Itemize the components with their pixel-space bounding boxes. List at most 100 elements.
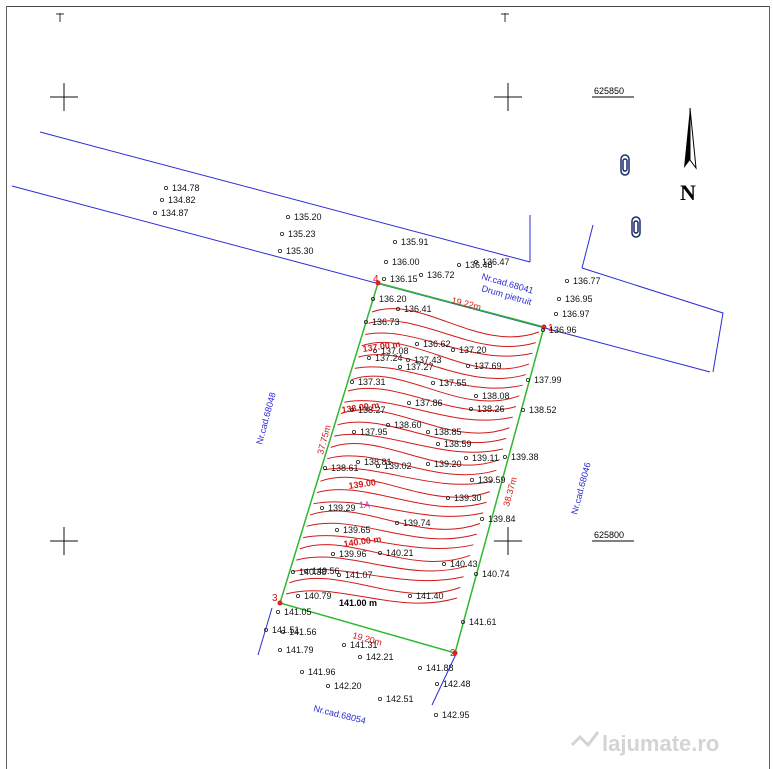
spot-point <box>417 666 422 671</box>
spot-point <box>319 505 324 510</box>
parcel-label: 1A <box>359 500 370 510</box>
spot-elevation: 138.61 <box>331 463 359 473</box>
spot-point <box>275 610 280 615</box>
spot-point <box>479 517 484 522</box>
spot-elevation: 141.88 <box>426 663 454 673</box>
spot-point <box>445 495 450 500</box>
spot-point <box>325 684 330 689</box>
map-frame <box>6 6 770 769</box>
spot-elevation: 136.77 <box>573 276 601 286</box>
spot-point <box>322 465 327 470</box>
spot-elevation: 141.05 <box>284 607 312 617</box>
spot-elevation: 140.38 <box>299 567 327 577</box>
spot-point <box>385 422 390 427</box>
spot-elevation: 139.30 <box>454 493 482 503</box>
north-label: N <box>680 180 696 205</box>
spot-point <box>377 551 382 556</box>
spot-elevation: 140.43 <box>450 559 478 569</box>
spot-point <box>263 628 268 633</box>
spot-point <box>383 259 388 264</box>
spot-point <box>355 459 360 464</box>
spot-point <box>541 327 546 332</box>
vertex-labels: 1 2 3 4 <box>272 274 554 659</box>
spot-elevation: 138.81 <box>364 457 392 467</box>
spot-point <box>334 528 339 533</box>
spot-elevation: 139.38 <box>511 452 539 462</box>
spot-point <box>277 248 282 253</box>
watermark: lajumate.ro <box>602 731 719 756</box>
spot-elevation: 142.21 <box>366 652 394 662</box>
spot-point <box>349 407 354 412</box>
spot-point <box>430 380 435 385</box>
spot-point <box>526 377 531 382</box>
spot-point <box>456 262 461 267</box>
north-arrow-icon: N <box>680 107 697 205</box>
spot-elevation: 135.30 <box>286 246 314 256</box>
spot-point <box>460 620 465 625</box>
spot-point <box>357 655 362 660</box>
spot-point <box>152 210 157 215</box>
spot-point <box>557 296 562 301</box>
cad-south: Nr.cad.68054 <box>313 703 367 726</box>
spot-point <box>414 341 419 346</box>
grid-label-south: 625800 <box>594 530 624 540</box>
spot-point <box>277 648 282 653</box>
spot-elevation: 140.74 <box>482 569 510 579</box>
spot-elevation: 139.20 <box>434 459 462 469</box>
spot-elevation: 137.86 <box>415 398 443 408</box>
vertex-3: 3 <box>272 593 278 604</box>
contour-label-141: 141.00 m <box>339 598 377 608</box>
spot-elevation: 138.27 <box>358 405 386 415</box>
spot-elevation: 135.91 <box>401 237 429 247</box>
spot-point <box>295 594 300 599</box>
spot-elevation: 136.20 <box>379 294 407 304</box>
spot-elevation: 139.74 <box>403 518 431 528</box>
spot-elevation: 136.97 <box>562 309 590 319</box>
spot-elevation: 137.08 <box>381 346 409 356</box>
spot-elevation: 136.15 <box>390 274 418 284</box>
spot-elevation: 141.40 <box>416 591 444 601</box>
spot-elevation: 136.73 <box>372 317 400 327</box>
spot-elevation: 139.02 <box>384 461 412 471</box>
spot-elevation: 141.79 <box>286 645 314 655</box>
spot-point <box>473 572 478 577</box>
spot-elevation: 137.69 <box>474 361 502 371</box>
spot-elevation: 137.20 <box>459 345 487 355</box>
contour-label-139: 139.00 <box>348 477 377 491</box>
spot-elevation: 142.20 <box>334 681 362 691</box>
spot-elevation: 134.78 <box>172 183 200 193</box>
spot-elevation: 140.21 <box>386 548 414 558</box>
spot-elevation: 141.61 <box>469 617 497 627</box>
spot-elevation: 139.65 <box>343 525 371 535</box>
spot-elevation: 141.51 <box>272 625 300 635</box>
spot-point <box>285 214 290 219</box>
spot-elevation: 138.85 <box>434 427 462 437</box>
spot-point <box>418 272 423 277</box>
spot-point <box>395 306 400 311</box>
spot-elevation: 142.95 <box>442 710 470 720</box>
spot-elevation: 137.31 <box>358 377 386 387</box>
spot-elevation: 137.99 <box>534 375 562 385</box>
spot-point <box>370 296 375 301</box>
spot-point <box>441 562 446 567</box>
spot-elevation: 140.56 <box>312 566 340 576</box>
spot-elevation: 142.48 <box>443 679 471 689</box>
spot-elevation: 137.95 <box>360 427 388 437</box>
contour-label-140: 140.00 m <box>343 534 382 549</box>
spot-elevation: 139.11 <box>472 453 499 463</box>
spot-point <box>394 521 399 526</box>
spot-point <box>473 259 478 264</box>
spot-point <box>406 400 411 405</box>
spot-point <box>463 455 468 460</box>
spot-point <box>433 713 438 718</box>
spot-point <box>341 643 346 648</box>
spot-elevation: 140.79 <box>304 591 332 601</box>
spot-point <box>465 363 470 368</box>
spot-point <box>381 276 386 281</box>
spot-point <box>468 406 473 411</box>
spot-point <box>425 461 430 466</box>
spot-elevation: 141.96 <box>308 667 336 677</box>
spot-point <box>392 239 397 244</box>
